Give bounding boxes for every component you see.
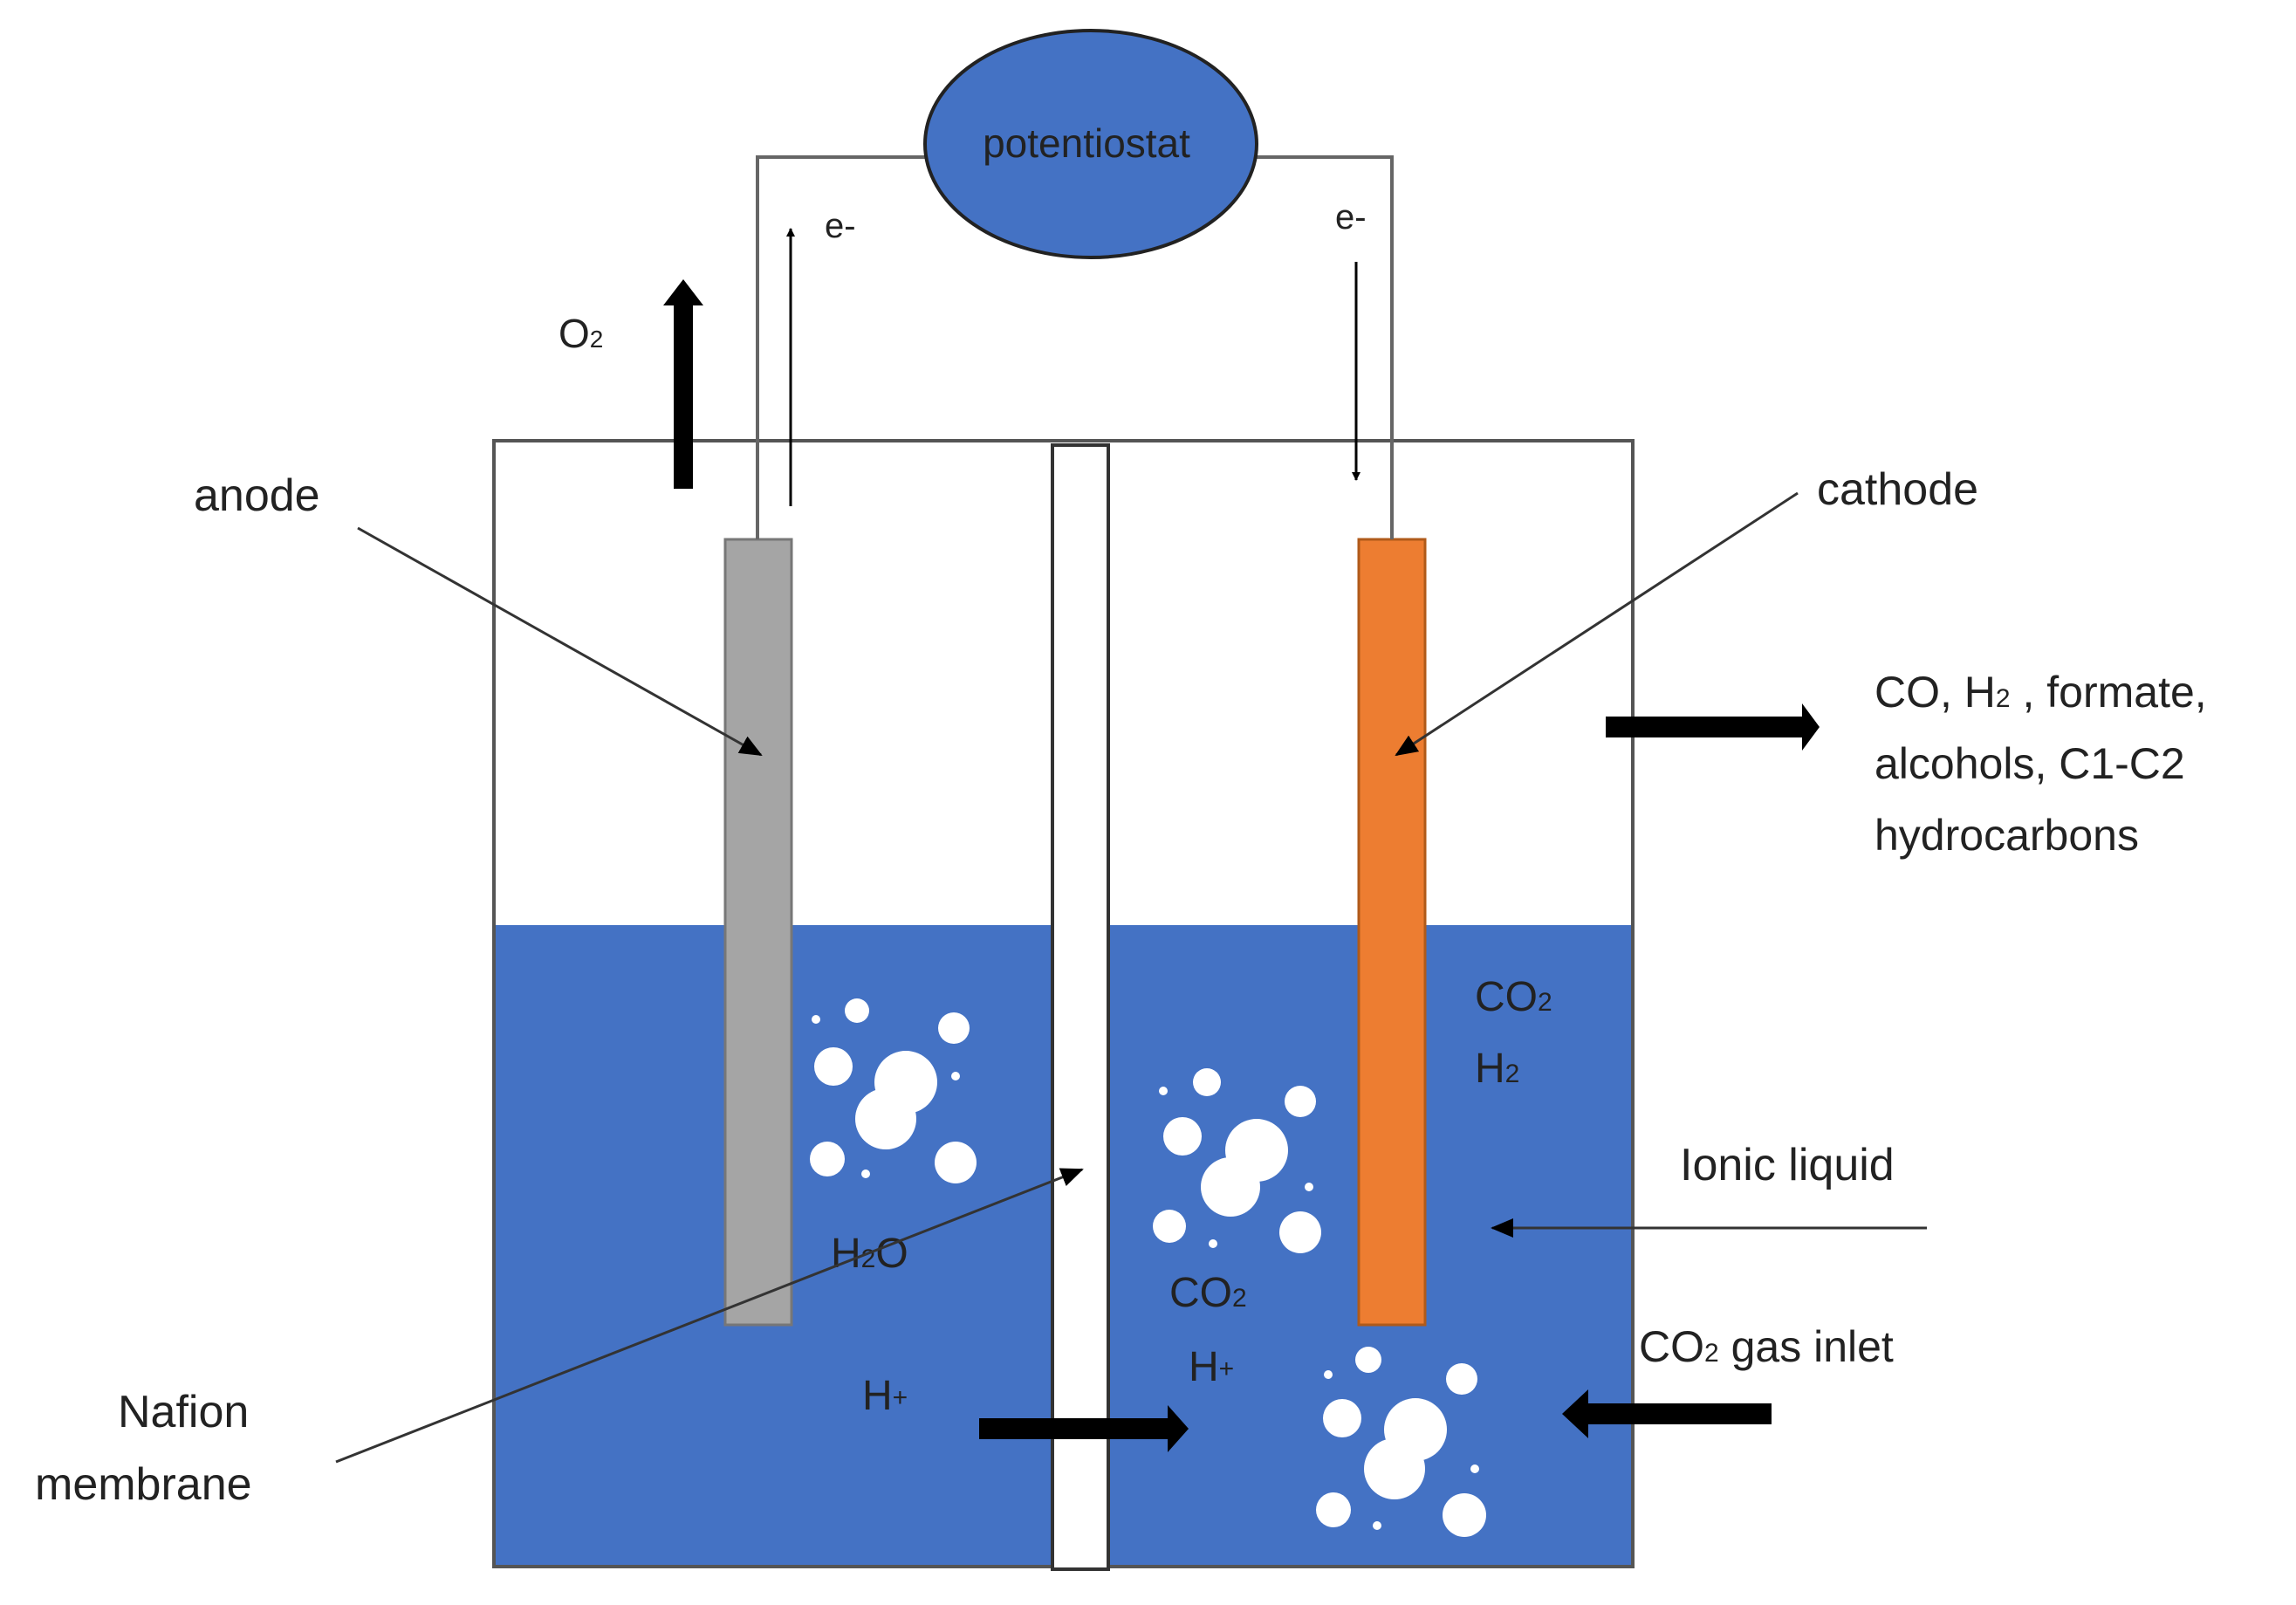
- bubble: [1201, 1157, 1260, 1217]
- electron-label-right: e-: [1335, 198, 1367, 237]
- anode-leader: [357, 526, 763, 757]
- anode-label: anode: [194, 470, 320, 521]
- electron-label-left: e-: [825, 207, 856, 245]
- co2-inlet-arrow: [1562, 1389, 1772, 1438]
- bubble: [1364, 1438, 1425, 1499]
- bubble: [1443, 1493, 1486, 1537]
- bubble: [1153, 1210, 1186, 1243]
- cathode-label: cathode: [1817, 464, 1978, 515]
- bubble: [1323, 1399, 1361, 1437]
- co2-middle-label: CO2: [1169, 1270, 1247, 1316]
- bubble: [1355, 1347, 1381, 1373]
- oxygen-label: O2: [559, 311, 603, 356]
- hplus-middle-label: H+: [1189, 1344, 1234, 1390]
- cathode-leader: [1395, 491, 1799, 757]
- products-line-1: CO, H2 , formate,: [1874, 668, 2207, 717]
- co2-upper-label: CO2: [1475, 974, 1552, 1020]
- bubble: [1373, 1521, 1381, 1530]
- nafion-membrane: [1051, 443, 1110, 1571]
- bubble: [1305, 1183, 1313, 1191]
- bubble: [1193, 1068, 1221, 1096]
- bubble-cluster-cathode-lower: [1316, 1347, 1486, 1537]
- bubble: [861, 1169, 870, 1178]
- bubble-cluster-cathode-upper: [1153, 1068, 1321, 1253]
- hplus-left-label: H+: [862, 1373, 908, 1419]
- bubble: [1209, 1239, 1217, 1248]
- bubble: [935, 1142, 977, 1183]
- bubble: [1285, 1086, 1316, 1117]
- bubble: [1279, 1211, 1321, 1253]
- h2-upper-label: H2: [1475, 1046, 1519, 1092]
- bubble: [810, 1142, 845, 1176]
- bubble: [855, 1088, 916, 1149]
- bubble: [845, 998, 869, 1023]
- nafion-label-line-1: Nafion: [118, 1387, 249, 1437]
- nafion-label-line-2: membrane: [35, 1459, 252, 1510]
- bubble: [1316, 1492, 1351, 1527]
- co2-inlet-label: CO2 gas inlet: [1639, 1322, 1894, 1371]
- bubble: [938, 1012, 970, 1044]
- bubble: [951, 1072, 960, 1080]
- bubble: [812, 1015, 820, 1024]
- bubble: [1470, 1464, 1479, 1473]
- proton-arrow: [979, 1405, 1189, 1452]
- cathode-electrode: [1357, 538, 1427, 1327]
- bubble: [814, 1047, 853, 1086]
- anode-wire: [756, 155, 927, 539]
- products-line-2: alcohols, C1-C2: [1874, 739, 2185, 788]
- cathode-wire: [1257, 155, 1394, 539]
- water-label: H2O: [831, 1231, 908, 1277]
- circuit-wires: [756, 155, 1394, 539]
- nafion-leader: [335, 1168, 1084, 1464]
- potentiostat: potentiostat: [923, 29, 1258, 259]
- bubble-cluster-anode: [810, 998, 977, 1183]
- potentiostat-body: [923, 29, 1258, 259]
- ionic-liquid-label: Ionic liquid: [1680, 1140, 1895, 1190]
- potentiostat-label: potentiostat: [983, 120, 1190, 166]
- oxygen-arrow: [663, 279, 703, 489]
- bubble: [1159, 1087, 1168, 1095]
- products-arrow: [1606, 703, 1820, 751]
- anode-electrode: [723, 538, 793, 1327]
- bubble: [1163, 1117, 1202, 1156]
- bubble: [1324, 1370, 1333, 1379]
- products-line-3: hydrocarbons: [1874, 811, 2139, 860]
- bubble: [1446, 1363, 1477, 1395]
